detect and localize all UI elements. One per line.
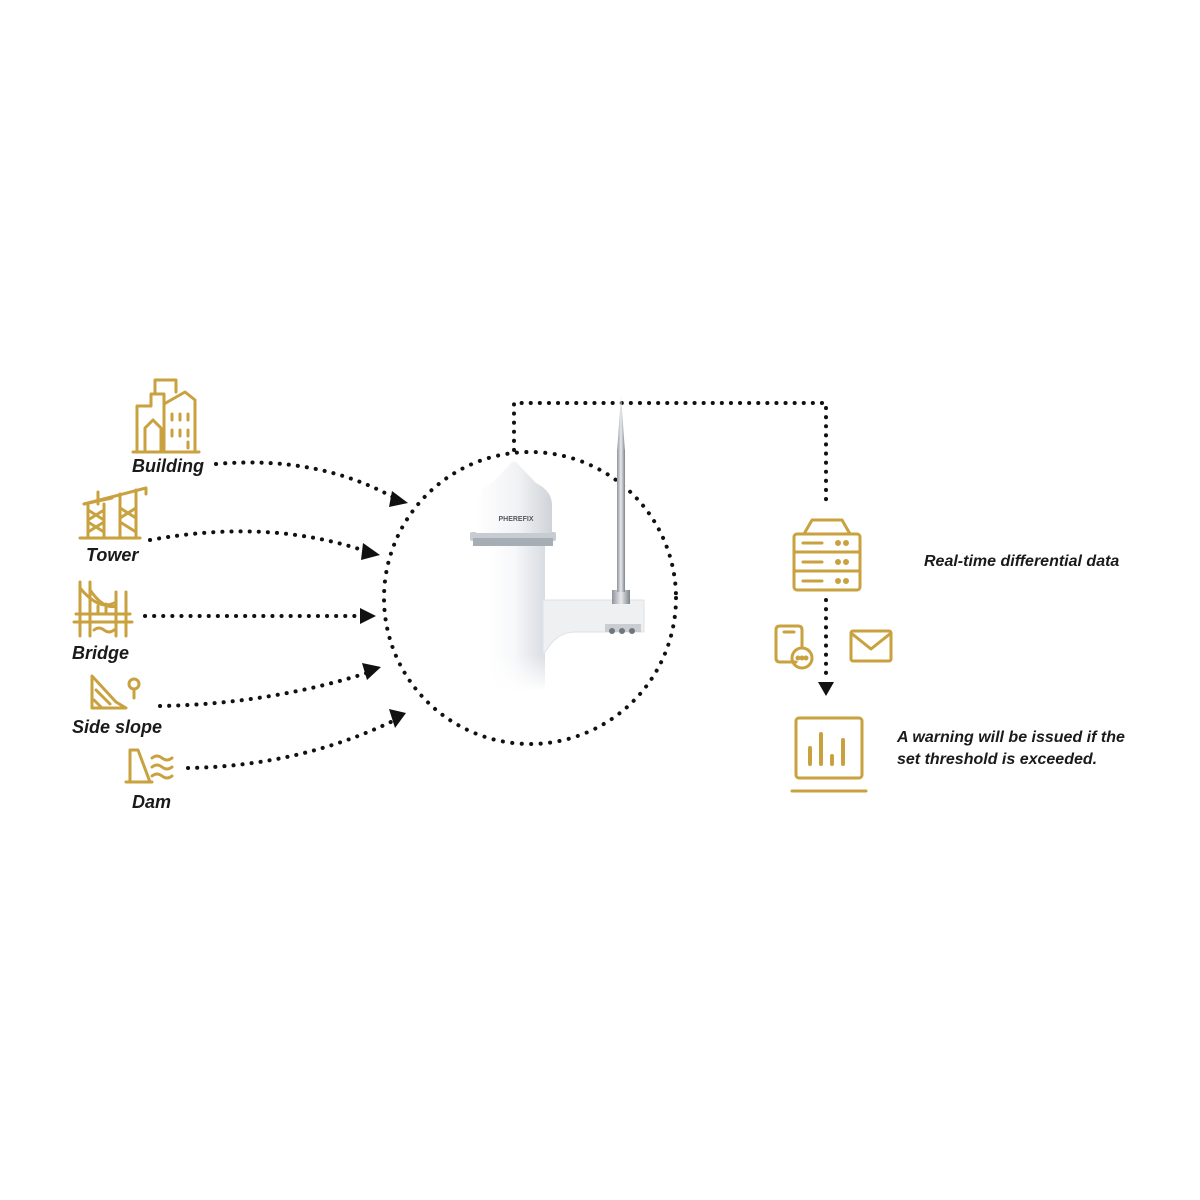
mobile-message-icon [774,624,814,670]
connector-building [214,460,400,502]
device-rod-base [612,590,630,604]
server-rack-icon [792,518,862,592]
device-rod-tip [617,396,625,452]
monitor-chart-icon [790,716,868,793]
device-mount-plate [605,624,641,632]
alert-arrowhead [818,682,834,696]
source-label-building: Building [132,456,204,476]
connector-slope [158,670,372,708]
connector-tower [148,529,370,554]
source-label-side-slope: Side slope [72,717,163,737]
device-brand-label: PHEREFIX [498,516,533,523]
bridge-icon [72,580,134,638]
source-label-dam: Dam [132,792,172,812]
server-label: Real-time differential data [924,553,1120,570]
tower-crane-icon [78,486,148,540]
data-link-line [512,401,828,510]
device-dotted-circle [382,450,678,746]
warning-line-2: set threshold is exceeded. [897,751,1098,768]
connector-arrowheads [360,491,408,728]
connector-dam [186,718,397,770]
source-connectors [143,460,400,770]
envelope-icon [849,629,893,663]
source-label-bridge: Bridge [72,643,130,663]
slope-icon [90,674,141,710]
arrowhead-bridge [360,608,376,624]
device-pole-fade [485,545,549,691]
gnss-receiver-device: PHEREFIX [470,396,645,691]
arrowhead-building [389,491,408,507]
dam-icon [124,748,174,784]
building-icon [131,378,201,454]
warning-line-1: A warning will be issued if the [897,729,1125,746]
arrowhead-tower [361,543,380,560]
arrowhead-dam [389,709,406,728]
warning-note: A warning will be issued if the set thre… [897,727,1125,771]
device-dome [476,461,552,533]
source-label-tower: Tower [86,545,139,565]
device-rod [617,450,625,592]
arrowhead-slope [362,663,381,680]
